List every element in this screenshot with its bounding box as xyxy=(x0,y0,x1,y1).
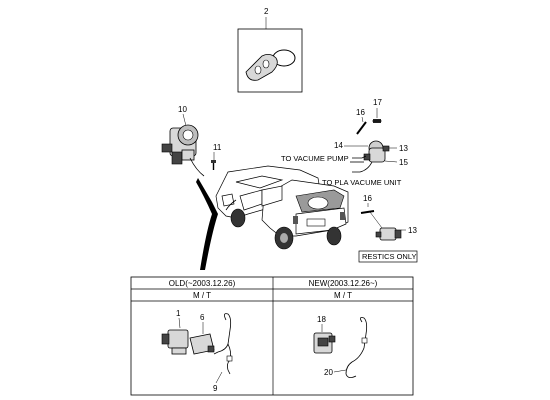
callout-16-bottom: 16 xyxy=(363,194,372,203)
old-harness-connector xyxy=(226,355,233,362)
note-pla-vacuum: TO PLA VACUME UNIT xyxy=(322,178,402,187)
pin-icon xyxy=(356,121,367,135)
vacuum-unit-group: 16 17 14 13 15 TO VACUME PUMP TO PLA VAC… xyxy=(281,98,408,187)
solenoid-valve-icon xyxy=(363,140,390,163)
callout-15: 15 xyxy=(399,158,408,167)
sensor-link xyxy=(369,211,383,229)
key-fob-icon xyxy=(245,49,296,81)
new-harness xyxy=(345,317,368,378)
leader-20 xyxy=(333,369,347,373)
callout-14: 14 xyxy=(334,141,343,150)
callout-6: 6 xyxy=(200,313,205,322)
old-harness-upper xyxy=(213,313,232,355)
wiring-swoosh xyxy=(196,178,218,270)
leader-10 xyxy=(182,113,187,127)
callout-10: 10 xyxy=(178,105,187,114)
old-header: OLD(~2003.12.26) xyxy=(169,279,236,288)
callout-11: 11 xyxy=(213,143,222,152)
front-grille xyxy=(221,193,235,207)
actuator-icon xyxy=(161,124,199,165)
old-transmission: M / T xyxy=(193,291,211,300)
callout-9: 9 xyxy=(213,384,218,393)
callout-17: 17 xyxy=(373,98,382,107)
restics-only-box xyxy=(358,250,418,263)
leader-16-top xyxy=(361,116,364,123)
pin-bottom-icon xyxy=(360,210,375,214)
callout-1: 1 xyxy=(176,309,181,318)
truck-door-rear xyxy=(261,185,283,207)
actuator-hose xyxy=(189,157,205,177)
license-plate xyxy=(306,218,326,227)
hose-to-pla xyxy=(352,161,373,173)
leader-9 xyxy=(215,371,223,384)
old-new-table: OLD(~2003.12.26) NEW(2003.12.26~) M / T … xyxy=(130,276,414,396)
key-fob-group: 2 xyxy=(237,7,303,93)
callout-13-top: 13 xyxy=(399,144,408,153)
actuator-group: 10 11 xyxy=(161,105,222,177)
rear-hubcap xyxy=(280,233,288,243)
old-bracket-icon xyxy=(189,333,215,355)
note-restics-only: RESTICS ONLY xyxy=(362,252,416,261)
leader-15 xyxy=(384,160,398,163)
new-module-icon xyxy=(313,332,336,354)
sensor-icon xyxy=(375,227,402,241)
front-wheel xyxy=(230,208,246,228)
new-transmission: M / T xyxy=(334,291,352,300)
callout-2: 2 xyxy=(264,7,269,16)
front-line xyxy=(225,199,237,211)
truck-windshield xyxy=(235,175,284,189)
callout-20: 20 xyxy=(324,368,333,377)
hose-to-pump xyxy=(352,155,367,159)
callout-13-bottom: 13 xyxy=(408,226,417,235)
screw-icon xyxy=(211,160,216,170)
rear-wheel-right xyxy=(326,226,342,246)
pickup-truck-illustration xyxy=(196,165,349,270)
clip-icon xyxy=(372,119,382,123)
tail-light-left xyxy=(293,216,298,224)
note-vacuum-pump: TO VACUME PUMP xyxy=(281,154,349,163)
callout-16-top: 16 xyxy=(356,108,365,117)
rexton-sensor-group: 16 13 RESTICS ONLY xyxy=(358,194,418,263)
old-module-icon xyxy=(161,329,189,355)
new-harness-connector xyxy=(361,337,368,344)
tail-light-right xyxy=(340,212,345,220)
leader-1 xyxy=(178,317,181,329)
spare-tire xyxy=(307,196,329,210)
new-header: NEW(2003.12.26~) xyxy=(309,279,378,288)
callout-18: 18 xyxy=(317,315,326,324)
